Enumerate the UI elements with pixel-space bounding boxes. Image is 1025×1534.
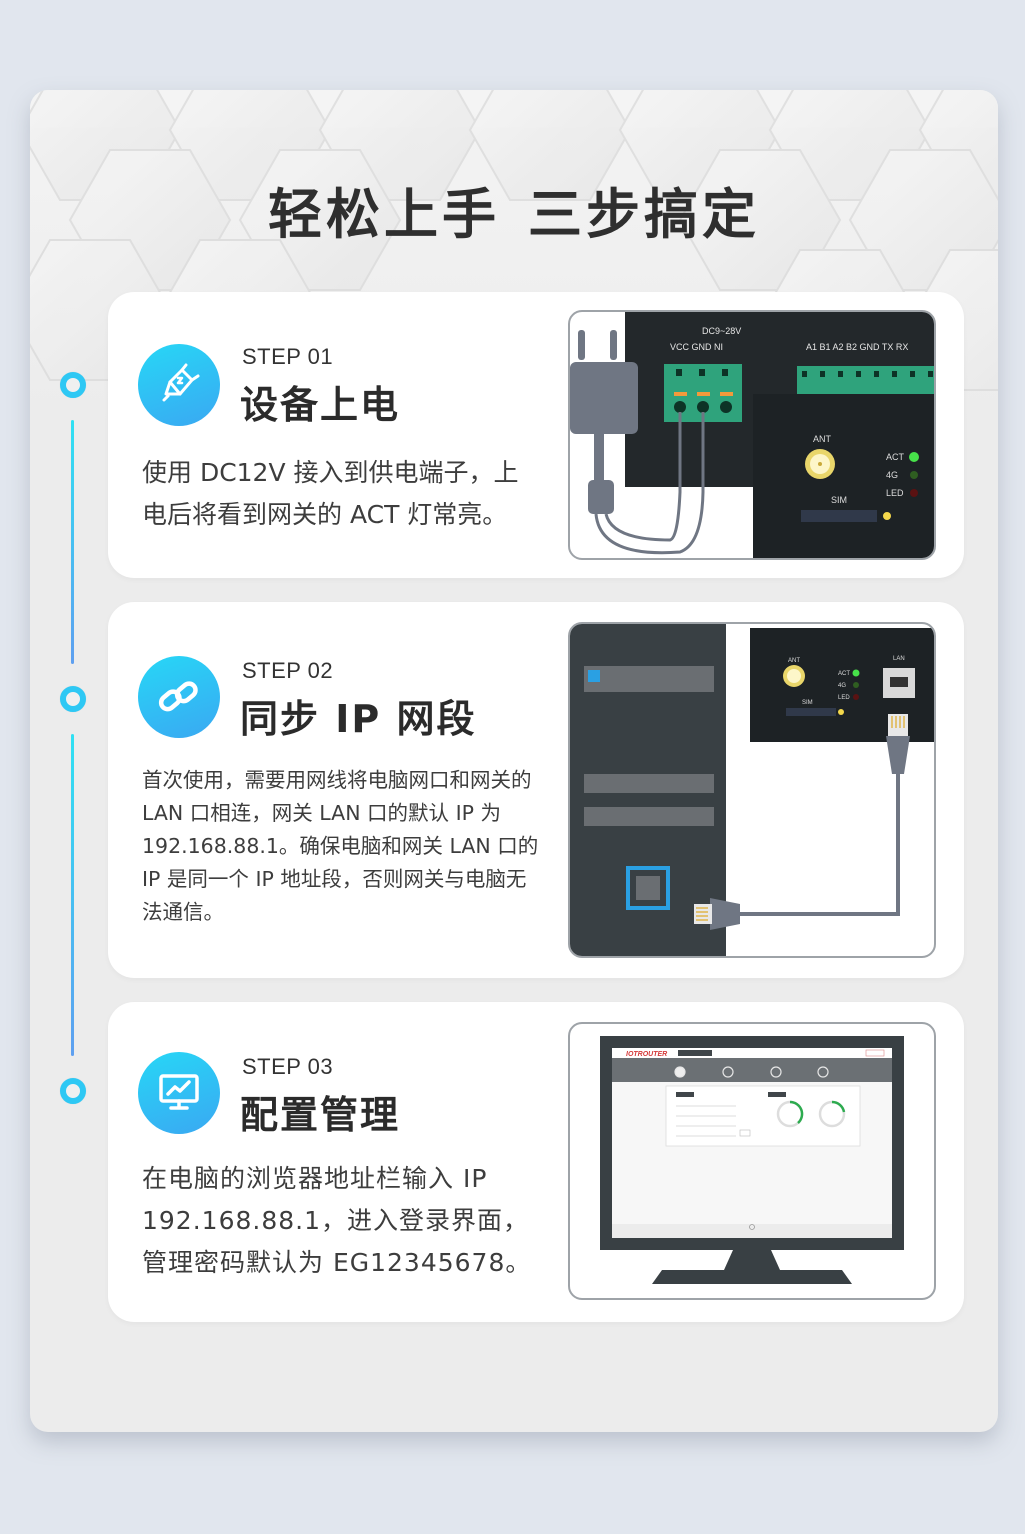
monitor-chart-icon	[138, 1052, 220, 1134]
ethernet-plug-computer	[710, 898, 740, 930]
ethernet-plug-gateway	[886, 736, 910, 774]
timeline-line-2	[71, 734, 74, 1056]
step-title: 设备上电	[240, 383, 401, 427]
network-connection-illustration: ANT ACT 4G LED SIM LAN	[568, 622, 936, 958]
brand-logo: IOTROUTER	[626, 1051, 667, 1058]
monitor-stand	[724, 1250, 780, 1270]
link-chain-icon	[138, 656, 220, 738]
led-label-act: ACT	[838, 671, 850, 677]
sim-label: SIM	[831, 495, 847, 505]
step-card-3: STEP 03 配置管理 在电脑的浏览器地址栏输入 IP 192.168.88.…	[108, 1002, 964, 1322]
step-title: 同步 IP 网段	[240, 697, 477, 741]
led-label-led: LED	[838, 695, 850, 701]
timeline-node-1	[60, 372, 86, 398]
act-led-indicator	[909, 452, 919, 462]
power-adapter	[570, 362, 638, 434]
step-description: 使用 DC12V 接入到供电端子，上电后将看到网关的 ACT 灯常亮。	[142, 458, 519, 529]
guide-panel: 轻松上手三步搞定 STEP 01 设备上电 使用 DC12V 接入到供电端子，上…	[30, 90, 998, 1432]
status-led-indicator	[910, 489, 918, 497]
power-voltage-label: DC9~28V	[702, 326, 741, 336]
antenna-label: ANT	[788, 658, 800, 664]
timeline-node-2	[60, 686, 86, 712]
timeline-line-1	[71, 420, 74, 664]
step-card-2: STEP 02 同步 IP 网段 首次使用，需要用网线将电脑网口和网关的 LAN…	[108, 602, 964, 978]
step-card-1: STEP 01 设备上电 使用 DC12V 接入到供电端子，上电后将看到网关的 …	[108, 292, 964, 578]
hexagon-background	[30, 90, 998, 420]
web-config-illustration: IOTROUTER	[568, 1022, 936, 1300]
serial-pin-labels: A1 B1 A2 B2 GND TX RX	[806, 342, 908, 352]
step-title: 配置管理	[240, 1093, 401, 1137]
power-pin-labels: VCC GND NI	[670, 342, 723, 352]
power-connection-illustration: DC9~28V VCC GND NI A1 B1 A2 B2 GND TX RX…	[568, 310, 936, 560]
step-number: STEP 02	[242, 658, 334, 683]
title-part-2: 三步搞定	[528, 183, 760, 246]
power-led	[588, 670, 600, 682]
led-label-4g: 4G	[838, 683, 846, 689]
step-description: 首次使用，需要用网线将电脑网口和网关的 LAN 口相连，网关 LAN 口的默认 …	[142, 768, 539, 924]
sim-label: SIM	[802, 700, 813, 706]
led-label-4g: 4G	[886, 470, 898, 480]
ethernet-cable	[740, 774, 900, 916]
led-label-act: ACT	[886, 452, 905, 462]
title-part-1: 轻松上手	[268, 183, 500, 246]
computer-lan-port	[626, 866, 670, 910]
step-description: 在电脑的浏览器地址栏输入 IP 192.168.88.1，进入登录界面，管理密码…	[142, 1164, 532, 1277]
monitor-base	[652, 1270, 852, 1284]
timeline-node-3	[60, 1078, 86, 1104]
antenna-label: ANT	[813, 434, 832, 444]
step-number: STEP 03	[242, 1054, 334, 1079]
4g-led-indicator	[910, 471, 918, 479]
page-title: 轻松上手三步搞定	[30, 170, 998, 249]
led-label-led: LED	[886, 488, 904, 498]
plug-icon	[138, 344, 220, 426]
step-number: STEP 01	[242, 344, 334, 369]
lan-label: LAN	[893, 656, 905, 662]
